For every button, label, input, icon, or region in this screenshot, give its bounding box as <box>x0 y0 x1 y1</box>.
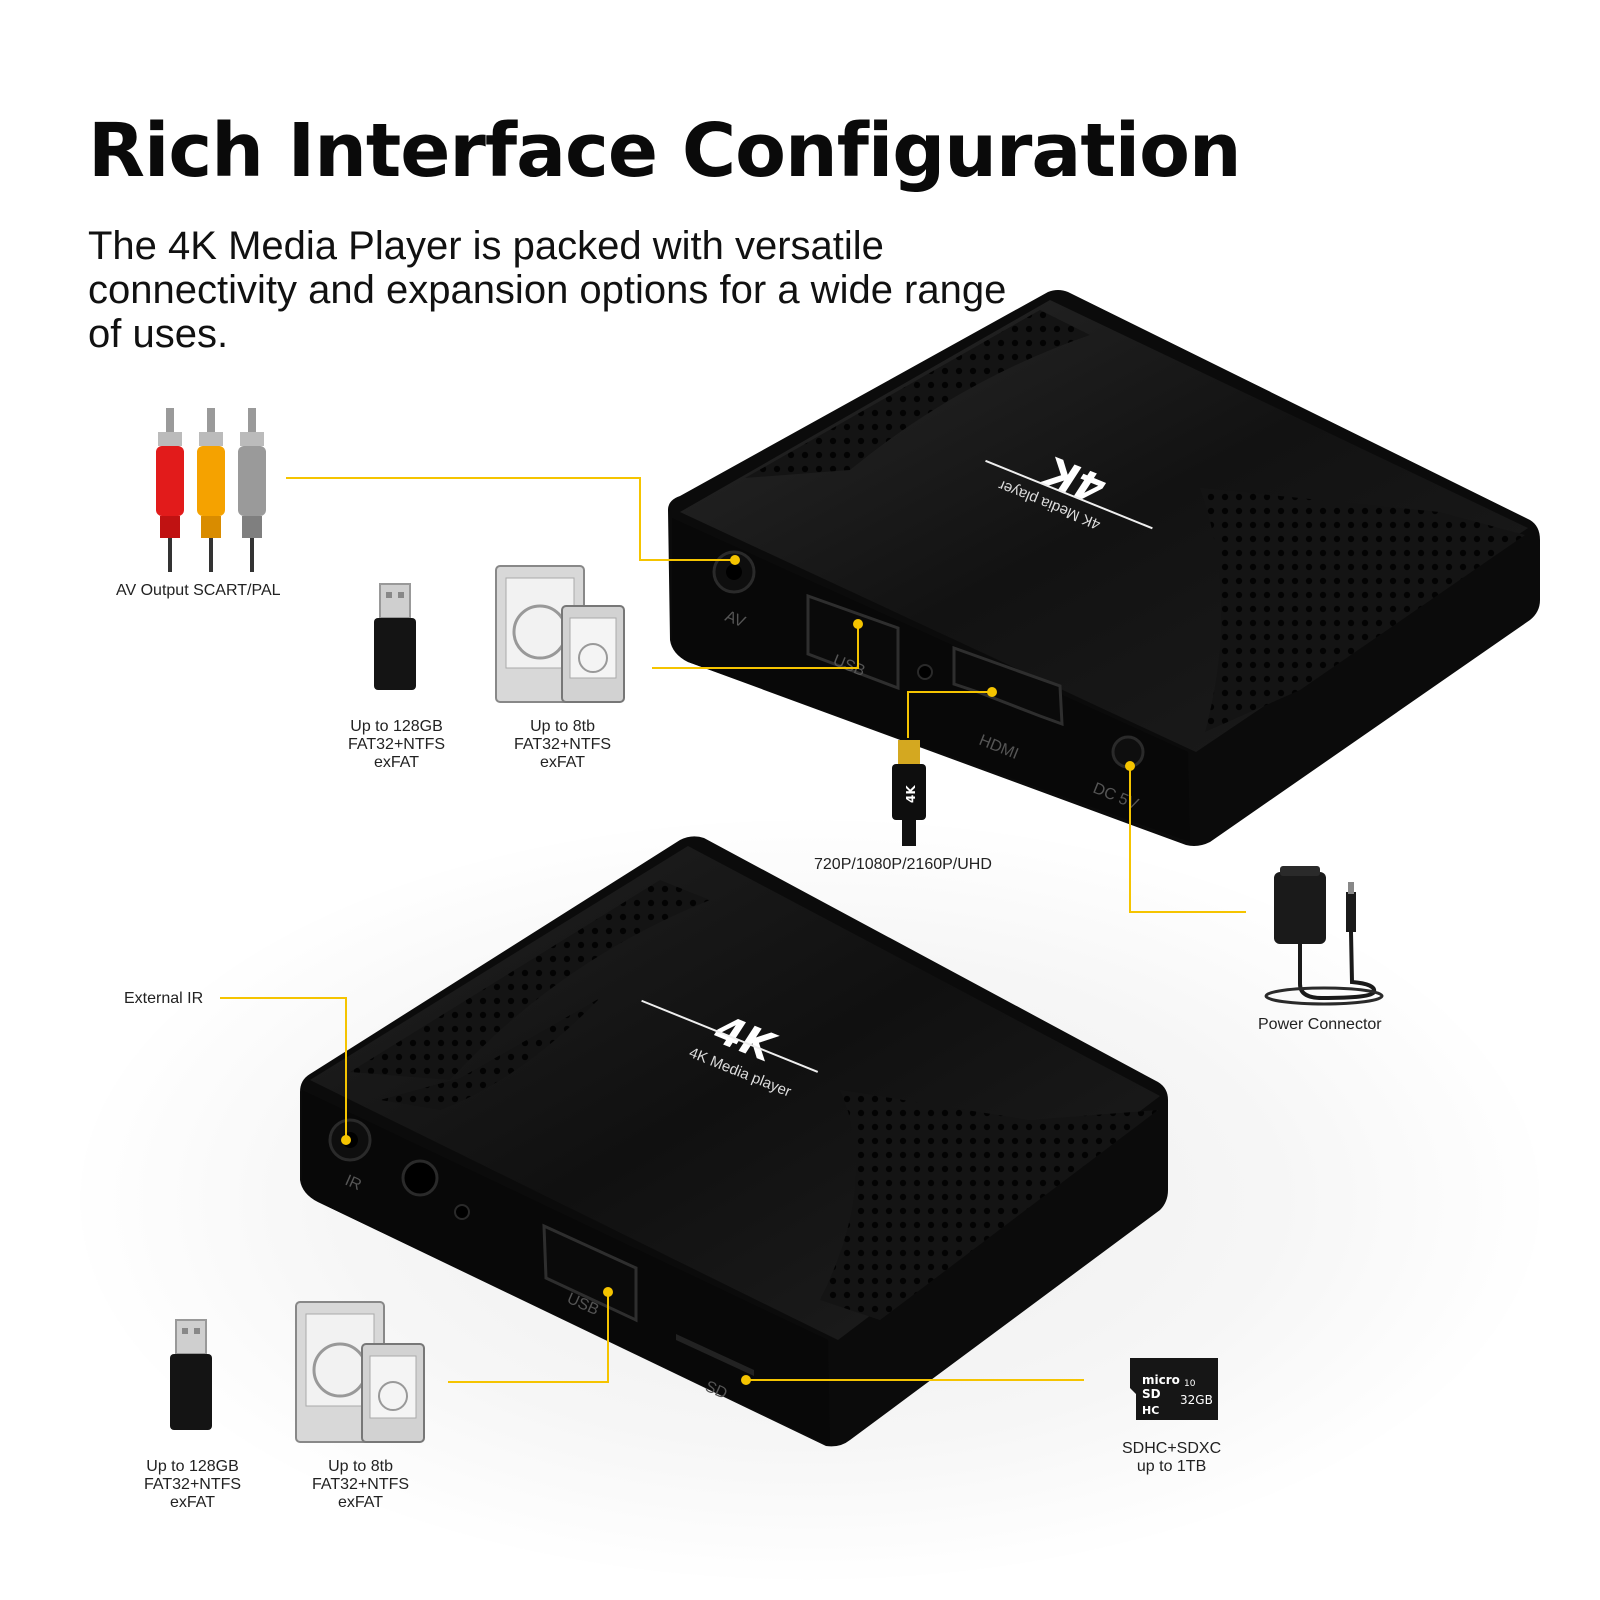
rca-cable-icon <box>156 408 266 572</box>
micro-sd-card-icon: micro SD HC 10 32GB <box>1130 1358 1218 1420</box>
callout-line-usb-top <box>652 624 859 669</box>
sd-card-brand-2: SD <box>1142 1387 1161 1401</box>
sd-card-label: SDHC+SDXC up to 1TB <box>1122 1440 1221 1476</box>
usb-flash-bottom-line1: Up to 128GB <box>146 1458 239 1475</box>
callout-dot <box>741 1375 751 1385</box>
hdd-top-label: Up to 8tb FAT32+NTFS exFAT <box>514 718 611 772</box>
callout-dot <box>603 1287 613 1297</box>
vent-grille <box>820 1090 1158 1320</box>
hdmi-cable-mark: 4K <box>904 785 918 803</box>
usb-flash-bottom-label: Up to 128GB FAT32+NTFS exFAT <box>144 1458 241 1512</box>
vent-grille <box>1200 488 1525 732</box>
callout-dot <box>1125 761 1135 771</box>
hdd-bottom-line1: Up to 8tb <box>328 1458 393 1475</box>
callout-line-ir <box>220 997 347 1140</box>
reset-hole <box>917 664 933 680</box>
av-port-label: AV <box>723 608 748 631</box>
hdd-bottom-line3: exFAT <box>338 1494 384 1511</box>
power-adapter-icon <box>1264 866 1384 1006</box>
callout-line-av <box>286 477 735 561</box>
av-output-label: AV Output SCART/PAL <box>116 582 281 599</box>
vent-grille <box>350 880 710 1080</box>
sd-card-line2: up to 1TB <box>1136 1458 1207 1475</box>
callout-dot <box>987 687 997 697</box>
sd-card-class: 10 <box>1184 1379 1196 1389</box>
callout-line-hdmi <box>907 691 992 738</box>
page-subtitle: The 4K Media Player is packed with versa… <box>88 224 1007 356</box>
usb-flash-bottom-line3: exFAT <box>170 1494 216 1511</box>
vent-grille <box>745 310 1090 478</box>
vent-grille <box>380 998 600 1110</box>
usb-port-top <box>806 593 900 691</box>
usb-flash-drive-icon <box>170 1319 212 1430</box>
usb-flash-top-line1: Up to 128GB <box>350 718 443 735</box>
sd-card-hc: HC <box>1142 1404 1159 1417</box>
hdd-top-line1: Up to 8tb <box>530 718 595 735</box>
indicator-hole <box>454 1204 470 1220</box>
hdd-bottom-line2: FAT32+NTFS <box>312 1476 410 1493</box>
hdmi-cable-icon: 4K <box>892 740 926 846</box>
callout-dot <box>853 619 863 629</box>
sd-slot <box>676 1334 754 1376</box>
callout-dot <box>730 555 740 565</box>
hdd-top-line2: FAT32+NTFS <box>514 736 612 753</box>
callout-dot <box>341 1135 351 1145</box>
sd-card-brand: micro <box>1142 1373 1180 1387</box>
hard-drive-icon <box>495 565 625 703</box>
usb-flash-drive-icon <box>374 583 416 690</box>
callout-line-usb-bottom <box>448 1292 609 1383</box>
hdd-bottom-label: Up to 8tb FAT32+NTFS exFAT <box>312 1458 409 1512</box>
hdd-top-line3: exFAT <box>540 754 586 771</box>
hdmi-label: 720P/1080P/2160P/UHD <box>814 856 992 873</box>
usb-port-bottom <box>542 1223 638 1323</box>
external-ir-label: External IR <box>124 990 204 1007</box>
ir-port-label: IR <box>342 1172 364 1194</box>
usb-flash-top-label: Up to 128GB FAT32+NTFS exFAT <box>348 718 445 772</box>
sd-card-capacity: 32GB <box>1180 1393 1213 1407</box>
sd-card-line1: SDHC+SDXC <box>1122 1440 1222 1457</box>
hdmi-port <box>952 645 1064 727</box>
usb-flash-top-line2: FAT32+NTFS <box>348 736 446 753</box>
power-label: Power Connector <box>1258 1016 1382 1033</box>
usb-flash-top-line3: exFAT <box>374 754 420 771</box>
hard-drive-icon <box>295 1301 425 1443</box>
usb-flash-bottom-line2: FAT32+NTFS <box>144 1476 242 1493</box>
page-title: Rich Interface Configuration <box>88 108 1242 194</box>
aux-port <box>401 1159 439 1197</box>
callout-line-power <box>1129 766 1246 913</box>
